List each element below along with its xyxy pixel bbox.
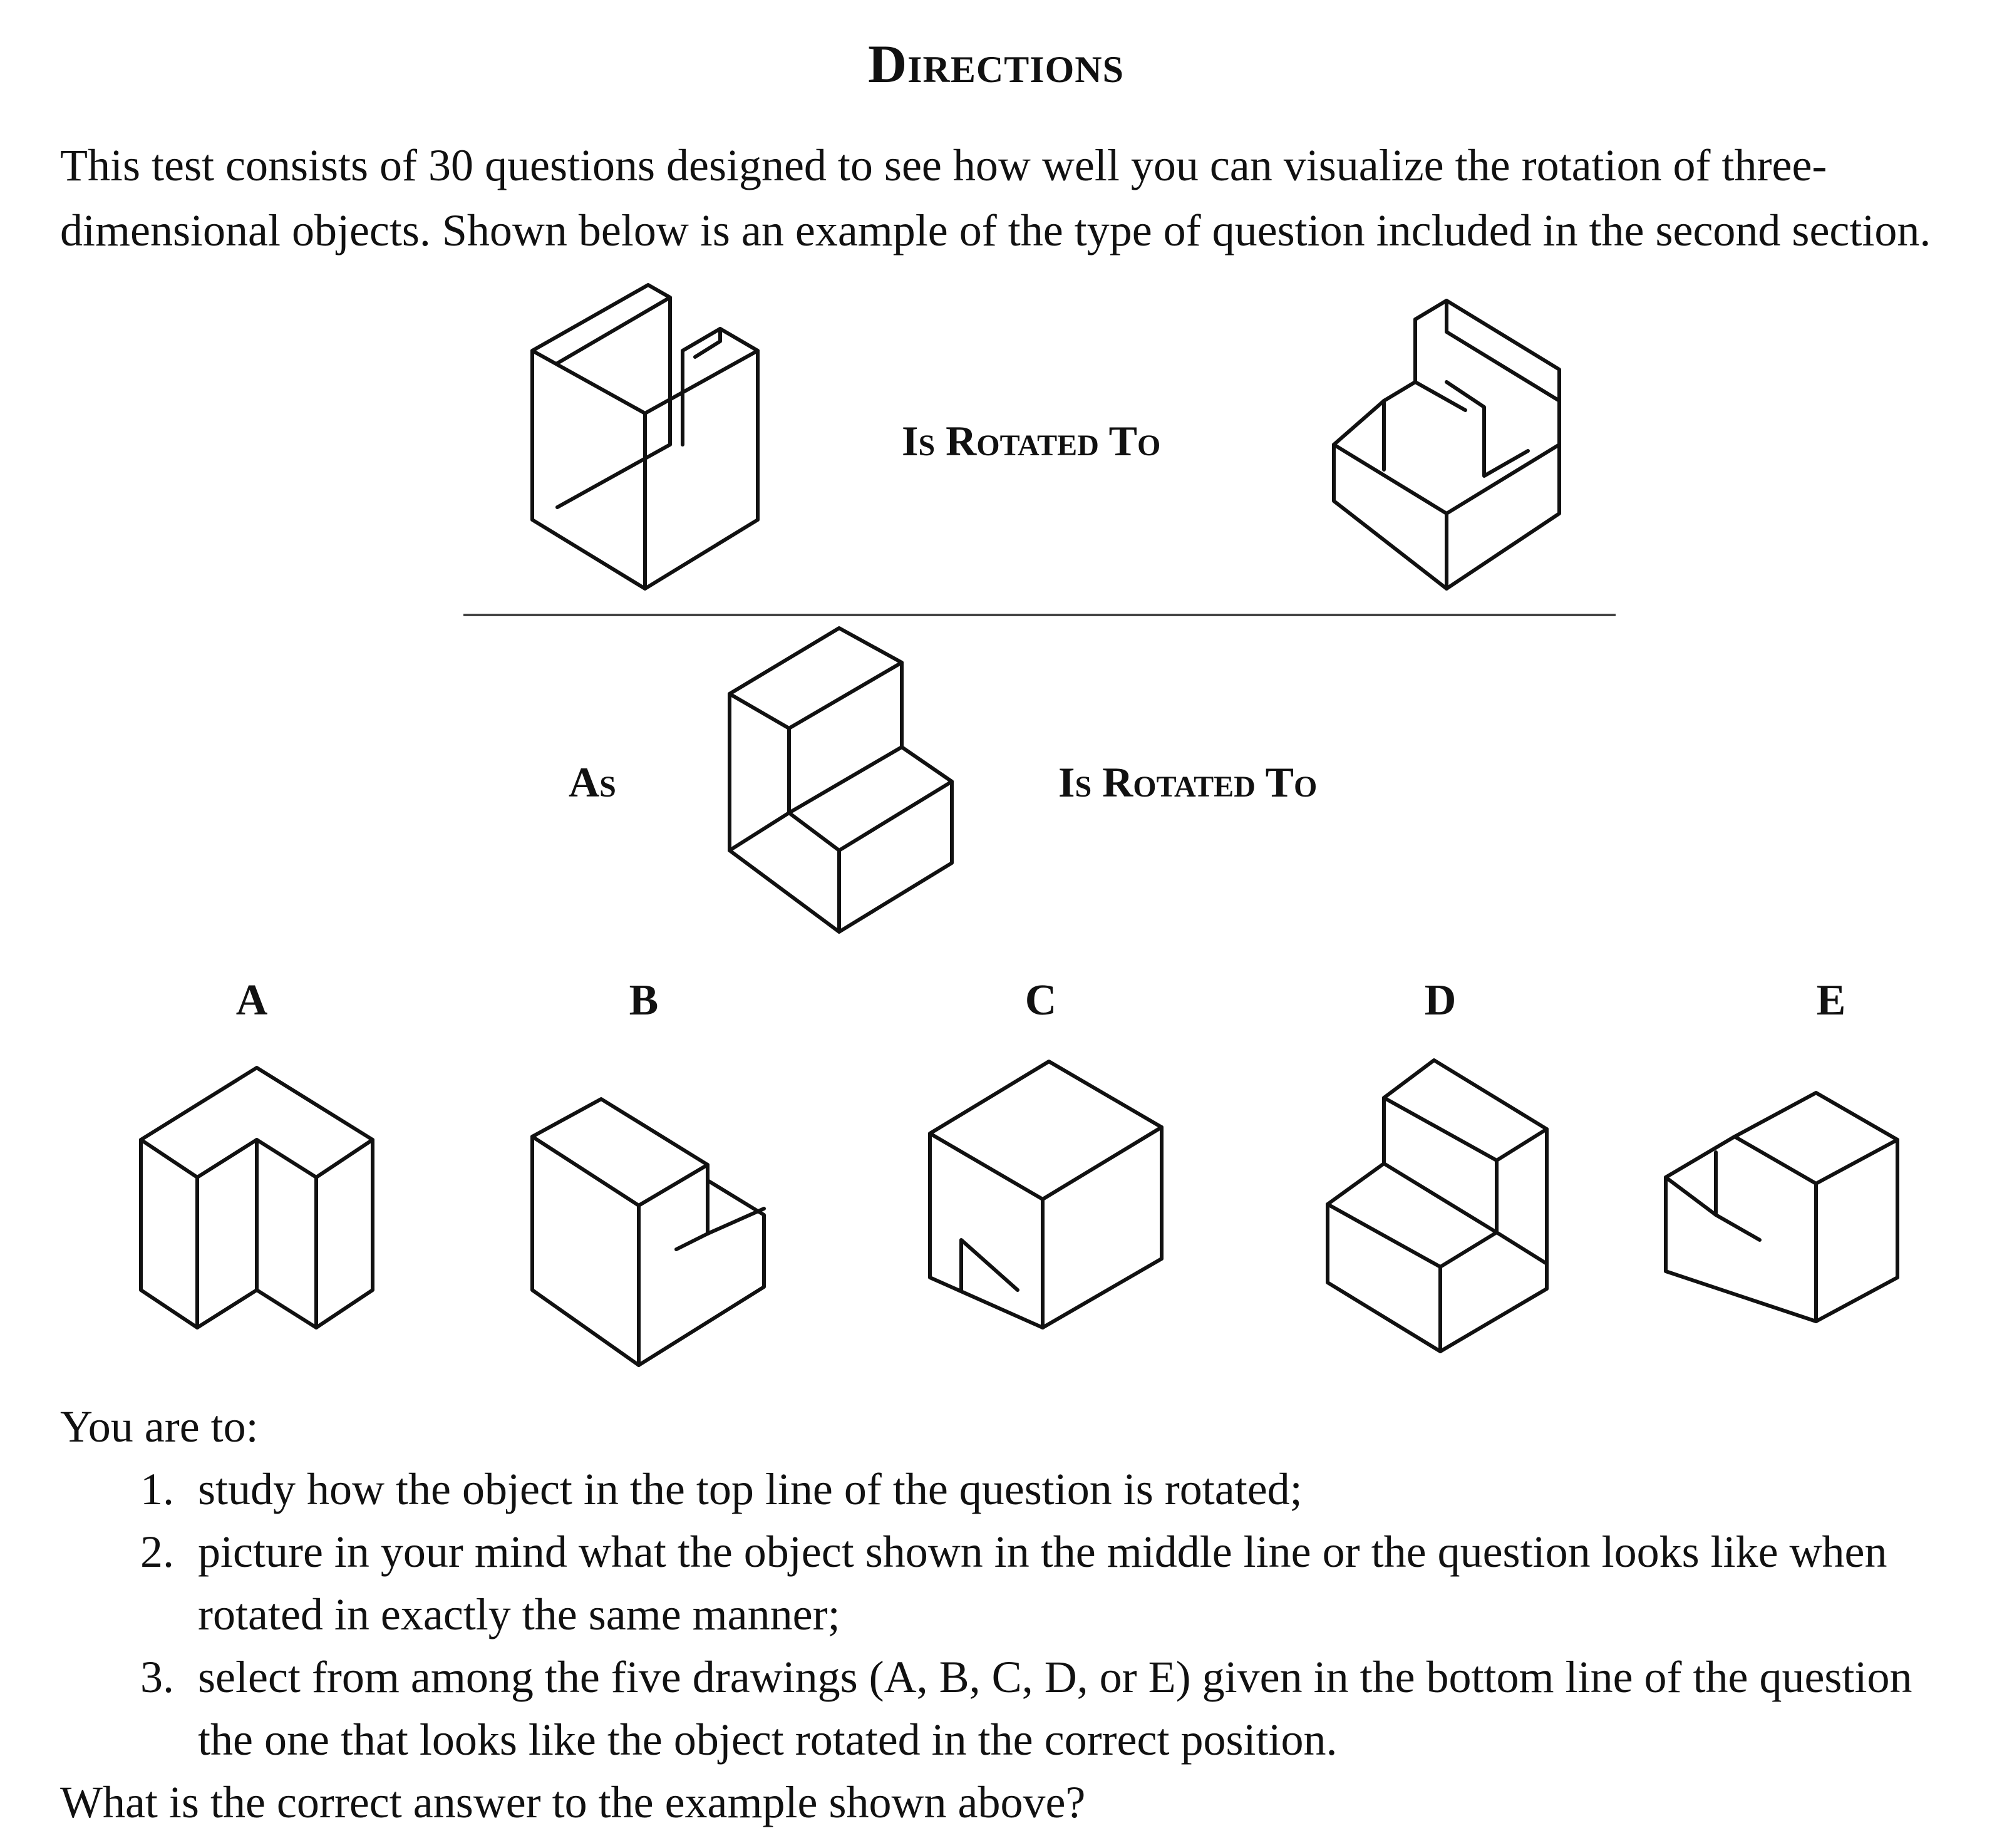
choice-letter-c: C xyxy=(1024,976,1057,1025)
instruction-step: study how the object in the top line of … xyxy=(185,1458,1976,1520)
choice-letter-a: A xyxy=(235,976,268,1025)
instructions-steps: study how the object in the top line of … xyxy=(60,1458,1976,1771)
instructions-lead: You are to: xyxy=(60,1401,259,1452)
instruction-step: select from among the five drawings (A, … xyxy=(185,1646,1976,1771)
middle-prefix: As xyxy=(569,758,616,806)
page-title: Directions xyxy=(868,34,1124,94)
middle-object xyxy=(728,626,954,934)
instructions: You are to: study how the object in the … xyxy=(60,1395,1976,1834)
instruction-step: picture in your mind what the object sho… xyxy=(185,1520,1976,1646)
intro-paragraph: This test consists of 30 questions desig… xyxy=(60,140,1931,256)
top-caption: Is Rotated To xyxy=(902,417,1161,465)
section-divider xyxy=(463,614,1616,616)
choice-letter-d: D xyxy=(1424,976,1457,1025)
choice-c-drawing[interactable] xyxy=(924,1058,1180,1334)
question-text: What is the correct answer to the exampl… xyxy=(60,1777,1086,1827)
top-object-rotated xyxy=(1332,299,1561,591)
choice-d-drawing[interactable] xyxy=(1321,1057,1572,1358)
choice-e-drawing[interactable] xyxy=(1659,1090,1910,1328)
choice-letter-b: B xyxy=(629,976,659,1025)
top-object-original xyxy=(530,283,760,591)
choice-b-drawing[interactable] xyxy=(526,1096,777,1371)
choice-a-drawing[interactable] xyxy=(135,1065,385,1334)
choice-letter-e: E xyxy=(1816,976,1846,1025)
middle-caption: Is Rotated To xyxy=(1058,758,1318,806)
